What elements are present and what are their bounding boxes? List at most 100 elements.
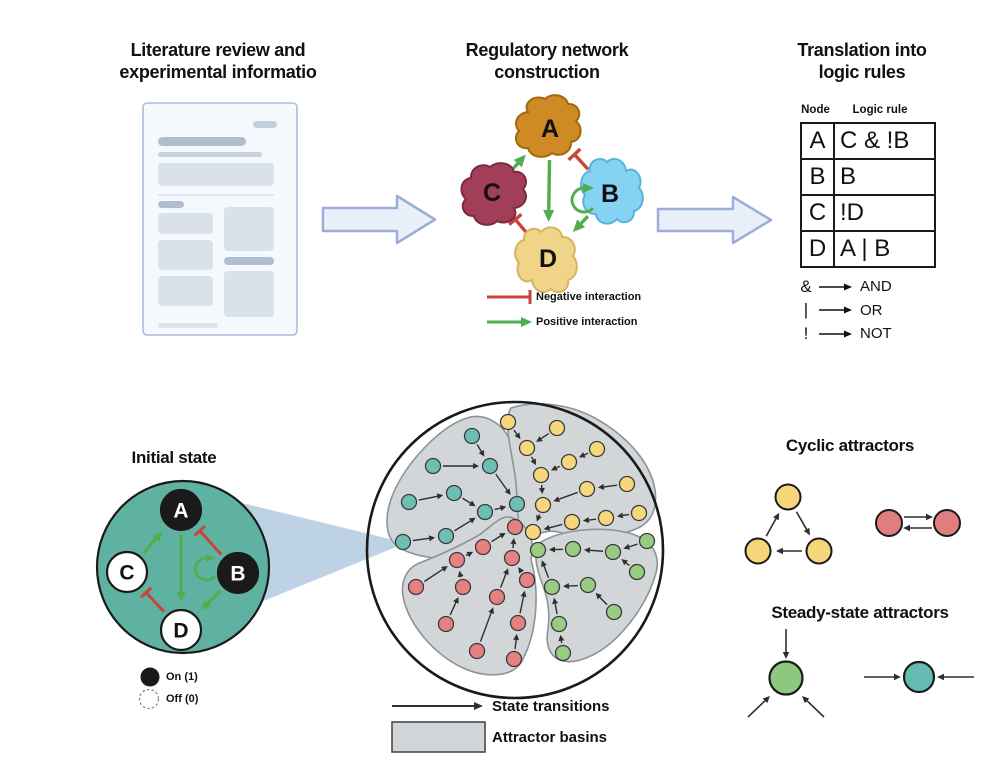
state-transition-icon-head: [499, 505, 507, 512]
self-loop-arrowhead-icon: [206, 554, 216, 562]
state-transition-icon: [549, 523, 563, 529]
state-transition-icon: [476, 444, 482, 452]
state-dot-green: [554, 644, 572, 662]
document-bar: [253, 121, 277, 128]
state-transition-icon-head: [543, 524, 551, 531]
state-transition-icon: [491, 535, 501, 543]
state-transition-icon: [479, 612, 492, 642]
state-transition-icon: [540, 432, 550, 440]
positive-edge-icon: [579, 214, 590, 225]
document-bar: [224, 257, 274, 265]
symbol-row: &AND: [797, 275, 892, 299]
state-transition-icon-head: [552, 597, 559, 605]
state-dot-red: [488, 588, 506, 606]
attractor-arrow-icon-head: [762, 696, 770, 704]
attractor-basin-swatch: [391, 721, 486, 753]
state-transition-icon-head: [428, 535, 436, 542]
state-dot-red: [437, 615, 455, 633]
literature-title: Literature review and experimental infor…: [119, 40, 316, 84]
network-title: Regulatory network construction: [466, 40, 629, 84]
symbol-char: |: [803, 300, 809, 320]
node-label: D: [173, 620, 188, 643]
initial-node-D: D: [159, 608, 203, 652]
state-dot-red: [503, 549, 521, 567]
state-transition-icon-head: [468, 517, 476, 524]
logic-table-row: C!D: [800, 194, 936, 232]
logic-header-rule: Logic rule: [852, 104, 908, 116]
state-dot-yellow: [578, 480, 596, 498]
state-transition-icon-head: [621, 559, 628, 566]
state-transition-icon-head: [488, 607, 494, 614]
logic-table-headers: Node Logic rule: [800, 104, 929, 116]
logic-header-node: Node: [801, 104, 830, 116]
flow-arrow-icon: [656, 195, 773, 245]
document-bar: [158, 323, 218, 328]
positive-edge-icon: [512, 162, 520, 170]
logic-rule-cell: A | B: [833, 230, 936, 268]
initial-node-B: B: [216, 551, 260, 595]
attractor-arrow-icon-head: [803, 527, 811, 536]
state-transition-icon-head: [513, 633, 520, 641]
network-title-line1: Regulatory network: [465, 40, 629, 60]
negative-edge-icon: [573, 153, 590, 171]
state-transition-icon-head: [562, 583, 570, 590]
state-transition-icon-head: [541, 560, 547, 567]
steady-state-attractors-title: Steady-state attractors: [771, 603, 949, 622]
symbol-legend: &AND|OR!NOT: [797, 275, 892, 346]
interaction-legend-glyphs: [487, 290, 532, 327]
attractor-arrow-icon: [795, 511, 808, 530]
flow-arrow-icon: [321, 194, 437, 245]
state-transition-icon-head: [503, 568, 509, 575]
state-transition-icon-head: [468, 500, 476, 507]
state-dot-yellow: [618, 475, 636, 493]
document-bar: [158, 152, 262, 157]
logic-rule-cell: B: [833, 158, 936, 196]
state-dot-yellow: [548, 419, 566, 437]
attractor-arrow-icon-head: [926, 513, 933, 521]
network-node-C: C: [460, 162, 527, 226]
attractor-arrow-icon-head: [782, 652, 790, 659]
state-transition-icon: [418, 495, 438, 501]
state-transition-icon: [554, 603, 558, 615]
negative-edge-icon: [144, 591, 166, 613]
state-transitions-legend-icon-head: [474, 702, 483, 710]
symbol-meaning: NOT: [860, 325, 892, 343]
logic-title: Translation into logic rules: [797, 40, 927, 84]
initial-node-C: C: [105, 550, 149, 594]
logic-node-cell: A: [800, 122, 835, 160]
cyclic-state-icon: [744, 537, 772, 565]
positive-edge-icon-head: [152, 531, 163, 542]
state-dot-yellow: [597, 509, 615, 527]
positive-edge-icon: [547, 159, 552, 211]
document-bar: [158, 201, 184, 208]
symbol-row: !NOT: [797, 322, 892, 346]
attractor-arrow-icon-head: [802, 696, 810, 704]
state-dot-teal: [400, 493, 418, 511]
state-transition-icon: [588, 518, 597, 521]
symbol-meaning: AND: [860, 278, 892, 296]
state-dot-yellow: [588, 440, 606, 458]
positive-interaction-label: Positive interaction: [536, 316, 638, 328]
positive-edge-icon-head: [200, 599, 212, 611]
attractor-basins-label: Attractor basins: [492, 729, 608, 746]
protein-blob-icon: [514, 226, 578, 293]
positive-edge-icon: [142, 537, 158, 555]
document-divider: [158, 194, 274, 196]
state-transition-icon-head: [583, 547, 591, 554]
off-node-icon: [105, 550, 149, 594]
state-transition-icon: [538, 514, 541, 517]
state-transition-icon-head: [498, 532, 506, 539]
symbol-row: |OR: [797, 299, 892, 323]
state-transition-icon: [603, 484, 618, 488]
arrow-head: [844, 330, 852, 338]
state-transition-icon: [625, 562, 630, 567]
state-dot-green: [529, 541, 547, 559]
attractor-arrow-icon: [747, 700, 766, 718]
attractor-arrow-icon-head: [776, 547, 783, 555]
maps-to-arrow-icon: [819, 283, 852, 291]
initial-state-title: Initial state: [131, 448, 217, 467]
state-dot-teal: [445, 484, 463, 502]
state-transition-icon-head: [595, 592, 602, 600]
